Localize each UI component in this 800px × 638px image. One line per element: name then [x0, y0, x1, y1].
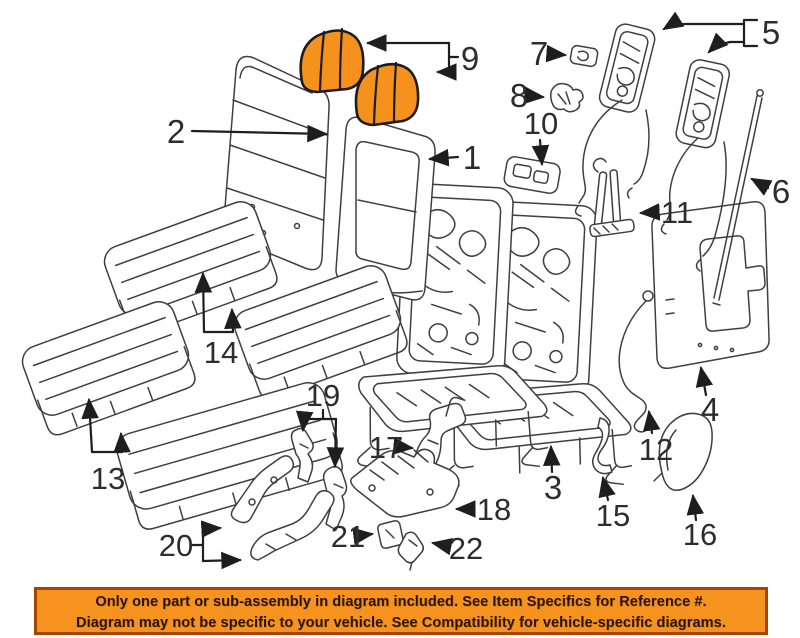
- callout-3: 3: [544, 469, 562, 506]
- part-headrests-highlighted: [299, 27, 420, 127]
- callout-6: 6: [772, 173, 790, 210]
- callout-18: 18: [477, 492, 511, 527]
- callout-8: 8: [510, 77, 528, 114]
- part-clip-21: [377, 520, 404, 549]
- callout-19: 19: [306, 378, 340, 413]
- part-striker-10: [503, 156, 561, 194]
- part-clip-22: [397, 531, 425, 571]
- callout-22: 22: [449, 531, 483, 566]
- callout-17: 17: [369, 430, 403, 465]
- callout-21: 21: [331, 519, 365, 554]
- callout-1: 1: [463, 139, 481, 176]
- disclaimer-banner: Only one part or sub-assembly in diagram…: [34, 587, 768, 635]
- callout-4: 4: [701, 391, 719, 428]
- callout-9: 9: [461, 40, 479, 77]
- callout-10: 10: [524, 106, 558, 141]
- disclaimer-line-2: Diagram may not be specific to your vehi…: [76, 615, 726, 632]
- callouts: 1 2 3 4 5 6 7 8 9 10 11 12 13 14 15 16 1…: [81, 11, 790, 570]
- part-bracket-18: [350, 448, 460, 518]
- callout-16: 16: [683, 517, 717, 552]
- part-bracket-15: [592, 417, 613, 475]
- part-rod: [712, 89, 764, 306]
- callout-12: 12: [639, 432, 673, 467]
- callout-2: 2: [167, 113, 185, 150]
- disclaimer-line-1: Only one part or sub-assembly in diagram…: [95, 594, 707, 610]
- part-latch-11: [589, 157, 635, 238]
- part-cover-16: [653, 412, 713, 491]
- part-legs-20: [230, 455, 335, 561]
- callout-15: 15: [596, 498, 630, 533]
- callout-14: 14: [204, 335, 238, 370]
- part-bracket-8: [550, 82, 584, 113]
- callout-7: 7: [530, 35, 548, 72]
- callout-5: 5: [762, 14, 780, 51]
- part-seatbelt-retractors: [574, 23, 731, 272]
- part-clip-7: [569, 44, 599, 68]
- part-cable-12: [618, 290, 654, 433]
- callout-20: 20: [159, 528, 193, 563]
- callout-11: 11: [661, 195, 693, 230]
- callout-13: 13: [91, 461, 125, 496]
